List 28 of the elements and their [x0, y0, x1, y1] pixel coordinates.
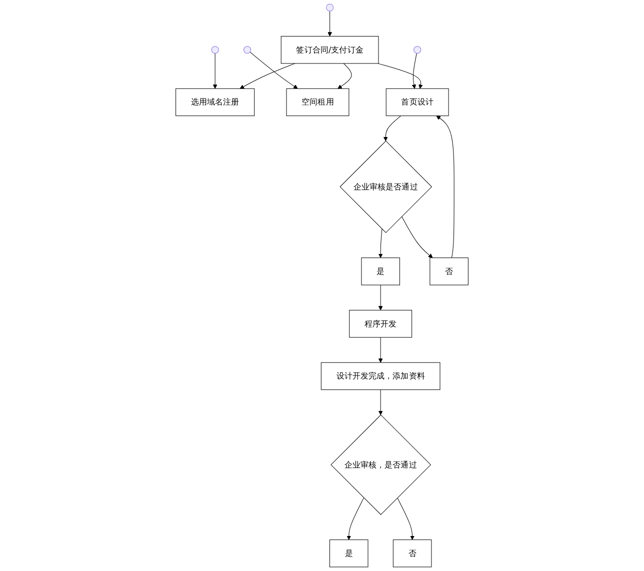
node-diamond — [340, 140, 432, 233]
arrow — [346, 498, 364, 540]
node-box — [176, 88, 255, 116]
arrow — [378, 337, 383, 363]
node-box — [320, 362, 440, 390]
node-box — [286, 88, 350, 116]
arrow — [402, 216, 433, 258]
node-box — [329, 540, 368, 568]
node-box — [386, 88, 449, 116]
arrow — [250, 52, 298, 89]
arrow — [378, 228, 383, 258]
node-diamond — [330, 414, 432, 515]
node-box — [361, 258, 400, 286]
node-box — [392, 540, 432, 568]
arrow — [378, 63, 423, 89]
arrow — [378, 389, 383, 416]
arrow — [436, 116, 454, 258]
node-box — [349, 310, 412, 338]
arrow — [378, 284, 383, 310]
arrow — [397, 498, 415, 540]
node-box — [430, 258, 468, 286]
arrow — [240, 63, 296, 89]
arrow — [338, 63, 352, 89]
arrow — [328, 10, 332, 36]
node-box — [280, 36, 379, 64]
arrow — [383, 116, 402, 142]
arrow — [212, 53, 218, 89]
arrow — [412, 53, 417, 89]
